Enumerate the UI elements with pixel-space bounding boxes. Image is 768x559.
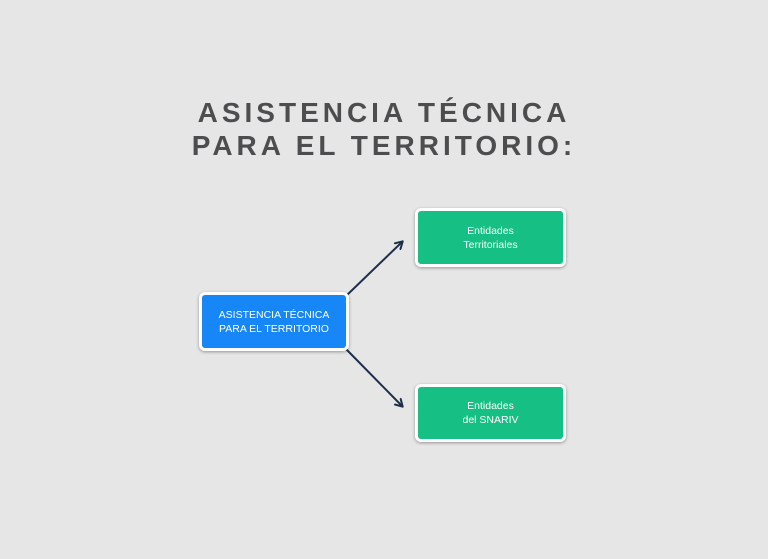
node-entidades-territoriales: Entidades Territoriales [415,208,566,267]
arrow-to-snariv [345,348,404,408]
node-asistencia-tecnica: ASISTENCIA TÉCNICA PARA EL TERRITORIO [199,292,349,351]
node-entidades-snariv: Entidades del SNARIV [415,384,566,442]
node-territoriales-label: Entidades Territoriales [463,224,518,251]
title-line-1: ASISTENCIA TÉCNICA [197,97,571,128]
diagram-title: ASISTENCIA TÉCNICA PARA EL TERRITORIO: [0,96,768,162]
node-snariv-label: Entidades del SNARIV [462,400,519,426]
arrow-to-territoriales [345,240,404,297]
node-root-label: ASISTENCIA TÉCNICA PARA EL TERRITORIO [218,308,330,335]
title-line-2: PARA EL TERRITORIO: [191,130,577,161]
